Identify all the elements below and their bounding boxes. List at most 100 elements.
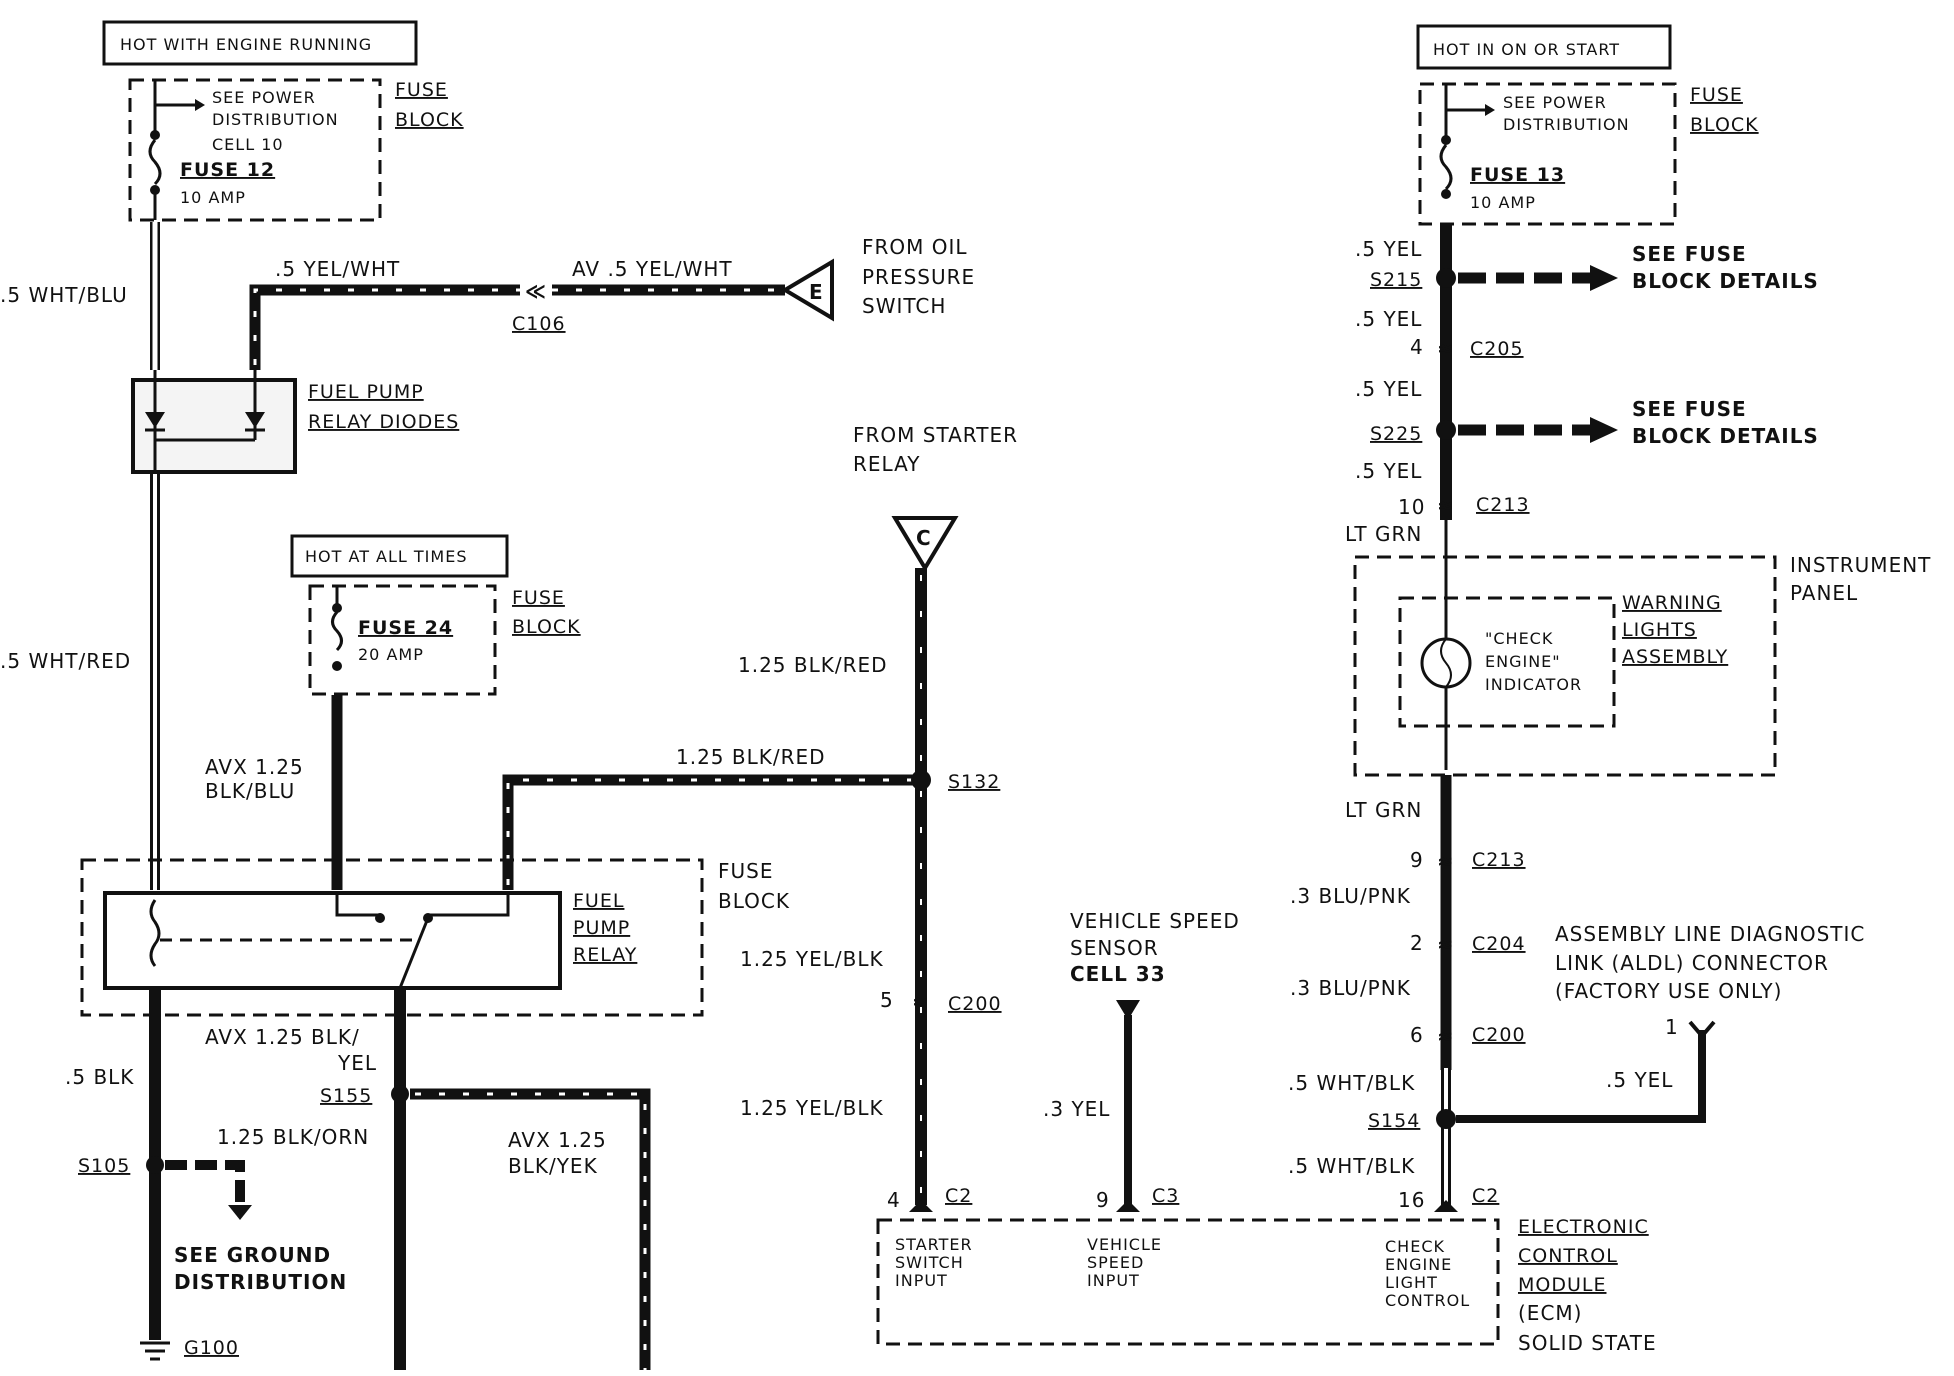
- ecm-in1-1: STARTER: [895, 1235, 973, 1254]
- starter-from-2: RELAY: [853, 452, 920, 476]
- connector-c106-glyph: ≪: [525, 279, 547, 303]
- blk-orn-label: 1.25 BLK/ORN: [217, 1125, 369, 1149]
- ground-arrow-icon: [228, 1205, 252, 1220]
- vss-label-1: VEHICLE SPEED: [1070, 909, 1240, 933]
- ecm-in2-2: SPEED: [1087, 1253, 1144, 1272]
- fuse-13-name: FUSE 13: [1470, 164, 1565, 186]
- c200-left-num: 5: [880, 988, 894, 1012]
- c200-right-num: 6: [1410, 1023, 1424, 1047]
- warning-lights-box: [1398, 596, 1616, 728]
- c213b-glyph: ≈: [1437, 849, 1455, 873]
- c213b-num: 9: [1410, 848, 1424, 872]
- fuse-block-3-label: FUSE: [512, 587, 565, 609]
- panel-label-1: INSTRUMENT: [1790, 553, 1931, 577]
- splice-s215: [1436, 268, 1456, 288]
- panel-label-2: PANEL: [1790, 581, 1858, 605]
- c204-glyph: ≈: [1437, 932, 1455, 956]
- wht-blk-1: .5 WHT/BLK: [1288, 1071, 1415, 1095]
- aldl-terminal-icon: [1688, 1020, 1716, 1040]
- vss-wire-label: .3 YEL: [1043, 1097, 1110, 1121]
- yel-blk-label-2: 1.25 YEL/BLK: [740, 1096, 884, 1120]
- wht-blu-label: .5 WHT/BLU: [0, 283, 128, 307]
- terminal-e: [781, 258, 834, 322]
- ecm-name-4: (ECM): [1518, 1301, 1582, 1325]
- fuse-13-icon: [1439, 144, 1453, 191]
- ecm-in3-2: ENGINE: [1385, 1255, 1452, 1274]
- starter-from-1: FROM STARTER: [853, 423, 1018, 447]
- wire-aldl: [1456, 1030, 1706, 1123]
- ecm-name-2: CONTROL: [1518, 1245, 1618, 1267]
- terminal-c: [891, 516, 959, 572]
- ecm-pin-9-terminal: [1116, 1200, 1140, 1212]
- c204-label: C204: [1472, 933, 1526, 955]
- blk-red-label-2: 1.25 BLK/RED: [676, 745, 826, 769]
- diodes-label-2: RELAY DIODES: [308, 411, 459, 433]
- warn-label-2: LIGHTS: [1622, 619, 1697, 641]
- splice-s154: [1436, 1109, 1456, 1129]
- ecm-pin-16: 16: [1398, 1188, 1425, 1212]
- blk-blu-label-1: AVX 1.25: [205, 755, 304, 779]
- fuse-12-rating: 10 AMP: [180, 188, 246, 207]
- diodes-box: [131, 378, 297, 474]
- ecm-in2-1: VEHICLE: [1087, 1235, 1162, 1254]
- note-2: DISTRIBUTION: [212, 110, 339, 129]
- ecm-pin-4-conn: C2: [945, 1185, 972, 1207]
- aldl-wire: .5 YEL: [1606, 1068, 1673, 1092]
- ecm-in2-3: INPUT: [1087, 1271, 1140, 1290]
- hot-all-label: HOT AT ALL TIMES: [305, 547, 467, 566]
- hot-label: HOT WITH ENGINE RUNNING: [120, 35, 372, 54]
- c213-num: 10: [1398, 495, 1425, 519]
- c205-glyph: ≈: [1437, 336, 1455, 360]
- ecm-in1-2: SWITCH: [895, 1253, 964, 1272]
- relay-coil: [149, 899, 161, 967]
- ground-label-2: DISTRIBUTION: [174, 1270, 347, 1294]
- c213b-label: C213: [1472, 849, 1526, 871]
- relay-block-label2: BLOCK: [718, 889, 790, 913]
- avx-blk-yek-1: AVX 1.25: [508, 1128, 607, 1152]
- note-3: CELL 10: [212, 135, 284, 154]
- splice-s132: [911, 770, 931, 790]
- ecm-in3-3: LIGHT: [1385, 1273, 1438, 1292]
- ecm-name-3: MODULE: [1518, 1274, 1606, 1296]
- ecm-name-1: ELECTRONIC: [1518, 1216, 1649, 1238]
- relay-label-3: RELAY: [573, 944, 637, 966]
- ecm-in3-4: CONTROL: [1385, 1291, 1470, 1310]
- blu-pnk-2: .3 BLU/PNK: [1290, 976, 1411, 1000]
- blu-pnk-1: .3 BLU/PNK: [1290, 884, 1411, 908]
- wire-yel-wht: [249, 284, 520, 370]
- fuse-block-1: [128, 78, 382, 222]
- see-fuse-1a: SEE FUSE: [1632, 242, 1747, 266]
- fuse-block-relay: [80, 858, 704, 1017]
- ground-branch: [165, 1160, 245, 1205]
- wire-blk-red-branch: [502, 774, 920, 890]
- warn-label-1: WARNING: [1622, 592, 1722, 614]
- wire-yel-wht-stripe: [253, 288, 520, 365]
- fuse-24-icon: [331, 610, 343, 652]
- check-label-3: INDICATOR: [1485, 675, 1582, 694]
- ecm-box: [876, 1218, 1500, 1346]
- ecm-pin-9-conn: C3: [1152, 1185, 1179, 1207]
- terminal-c-letter: C: [916, 526, 932, 550]
- arrow-1-head: [195, 99, 205, 111]
- hot-all-box: [290, 534, 509, 578]
- diode-1-icon: [145, 412, 165, 428]
- av-yel-wht-label: AV .5 YEL/WHT: [572, 257, 733, 281]
- c205-num: 4: [1410, 335, 1424, 359]
- relay-contacts: [335, 893, 510, 917]
- aldl-pin: 1: [1665, 1015, 1679, 1039]
- s155-label: S155: [320, 1085, 372, 1107]
- c204-num: 2: [1410, 931, 1424, 955]
- blk-red-label-1: 1.25 BLK/RED: [738, 653, 888, 677]
- vss-label-2: SENSOR: [1070, 936, 1159, 960]
- s132-label: S132: [948, 771, 1000, 793]
- hot-label-box-2: [1416, 24, 1672, 70]
- fuse-node-2b: [1441, 189, 1451, 199]
- ecm-pin-4-terminal: [909, 1200, 933, 1212]
- c200-left-label: C200: [948, 993, 1002, 1015]
- diodes-label-1: FUEL PUMP: [308, 381, 424, 403]
- relay-label-1: FUEL: [573, 890, 624, 912]
- avx-blk-yek-2: BLK/YEK: [508, 1154, 598, 1178]
- see-fuse-2a: SEE FUSE: [1632, 397, 1747, 421]
- oil-from-1: FROM OIL: [862, 235, 968, 259]
